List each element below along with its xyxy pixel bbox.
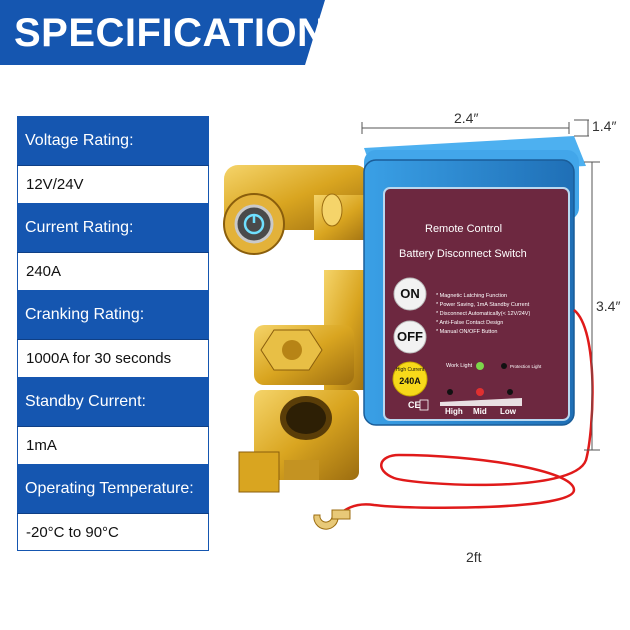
level-high: High [445, 407, 463, 416]
spec-value-temperature: -20°C to 90°C [17, 514, 209, 551]
switch-box [363, 136, 586, 426]
dimension-height: 3.4″ [596, 298, 621, 314]
feature-item: * Disconnect Automatically(< 12V/24V) [436, 311, 531, 317]
work-light-label: Work Light [446, 363, 473, 369]
feature-item: * Anti-False Contact Design [436, 320, 504, 326]
off-button-label: OFF [397, 329, 423, 344]
dimension-wire-length: 2ft [466, 549, 482, 565]
current-badge-value: 240A [399, 376, 421, 386]
spec-label-current: Current Rating: [17, 203, 209, 253]
dimension-depth: 1.4″ [592, 118, 617, 134]
feature-item: * Magnetic Latching Function [436, 293, 507, 299]
feature-item: * Power Saving, 1mA Standby Current [436, 302, 530, 308]
dimension-lines [361, 119, 600, 451]
product-drawing [223, 119, 600, 530]
spec-value-current: 240A [17, 253, 209, 290]
level-mid: Mid [473, 407, 487, 416]
spec-table: Voltage Rating: 12V/24V Current Rating: … [17, 116, 209, 551]
product-illustration: 2.4″ 1.4″ 3.4″ 2ft Remote Control Batter… [214, 100, 620, 580]
feature-item: * Manual ON/OFF Button [436, 329, 498, 335]
spec-value-standby: 1mA [17, 427, 209, 464]
ring-terminal [313, 509, 351, 530]
protection-light-label: Protection Light [510, 364, 542, 369]
spec-value-voltage: 12V/24V [17, 166, 209, 203]
banner-background [0, 0, 325, 65]
spec-label-standby: Standby Current: [17, 377, 209, 427]
panel-title: Remote Control [425, 223, 503, 235]
red-wire [333, 309, 594, 519]
feature-list: * Magnetic Latching Function * Power Sav… [436, 292, 530, 337]
header-banner: SPECIFICATIONS [0, 0, 630, 70]
current-badge-label: High Current [395, 367, 425, 373]
ce-mark: CE [408, 400, 421, 410]
lower-terminal [238, 270, 369, 493]
dimension-width: 2.4″ [454, 110, 479, 126]
page-title: SPECIFICATIONS [14, 11, 354, 55]
upper-terminal [223, 165, 374, 255]
spec-label-temperature: Operating Temperature: [17, 464, 209, 514]
level-low: Low [500, 407, 516, 416]
panel-subtitle: Battery Disconnect Switch [399, 248, 527, 260]
spec-label-voltage: Voltage Rating: [17, 116, 209, 166]
on-button-label: ON [400, 286, 420, 301]
spec-label-cranking: Cranking Rating: [17, 290, 209, 340]
spec-value-cranking: 1000A for 30 seconds [17, 340, 209, 377]
